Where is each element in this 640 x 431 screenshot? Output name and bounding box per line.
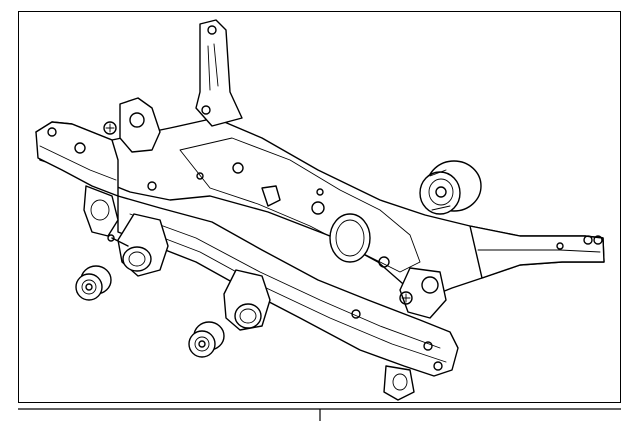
front-rail-edge-2 — [131, 225, 447, 363]
rear-crossmember-subframe — [35, 19, 605, 401]
upper-left-bolt — [103, 121, 117, 135]
left-down-hole — [90, 199, 110, 221]
center-opening-inner — [335, 219, 365, 257]
panel-slot — [261, 185, 281, 207]
left-member-hole — [47, 127, 57, 137]
misc-hole-4 — [556, 242, 564, 250]
front-rail — [117, 195, 459, 377]
subframe-bushing-center — [188, 321, 225, 358]
left-side-member — [35, 121, 119, 197]
panel-hole-4 — [316, 188, 324, 196]
left-bushing-seat — [122, 246, 152, 272]
panel-hole-2 — [311, 201, 325, 215]
callout-leader — [18, 408, 621, 421]
top-arm-hole — [207, 25, 217, 35]
top-arm-bolt — [201, 105, 211, 115]
right-mount-bolt-head — [401, 293, 411, 303]
right-arm-hole — [583, 235, 593, 245]
misc-hole-1 — [147, 181, 157, 191]
stud-pin-end — [107, 234, 115, 242]
panel-hole-1 — [232, 162, 244, 174]
center-bushing-seat — [234, 303, 262, 329]
misc-hole-3 — [351, 309, 361, 319]
right-mount-hole — [421, 276, 439, 294]
right-lower-hole — [392, 373, 408, 391]
right-lower-bracket — [383, 365, 415, 401]
center-panel — [179, 137, 421, 273]
top-arm-rib-2 — [207, 45, 211, 91]
misc-hole-2 — [196, 172, 204, 180]
upper-left-bolt-head — [105, 123, 115, 133]
top-arm-rib — [213, 43, 219, 87]
panel-hole-3 — [378, 256, 390, 268]
left-member-edge — [39, 145, 117, 181]
right-arm-edge — [477, 249, 601, 253]
left-member-hole-2 — [74, 142, 86, 154]
top-arm — [195, 19, 243, 127]
right-mount — [399, 267, 447, 319]
tower-hole — [129, 112, 145, 128]
right-mount-bolt — [399, 291, 413, 305]
front-rail-edge — [129, 213, 441, 349]
left-bushing-seat-inner — [128, 251, 146, 267]
center-bushing-seat-inner — [239, 308, 257, 324]
stud-pin — [111, 237, 129, 247]
front-rail-hole-2 — [433, 361, 443, 371]
left-mount-tower — [119, 97, 161, 153]
subframe-bushing-large — [419, 160, 482, 215]
right-arm — [469, 225, 605, 279]
front-rail-hole — [423, 341, 433, 351]
right-arm-hole-2 — [593, 235, 603, 245]
subframe-bushing-left — [75, 265, 112, 301]
